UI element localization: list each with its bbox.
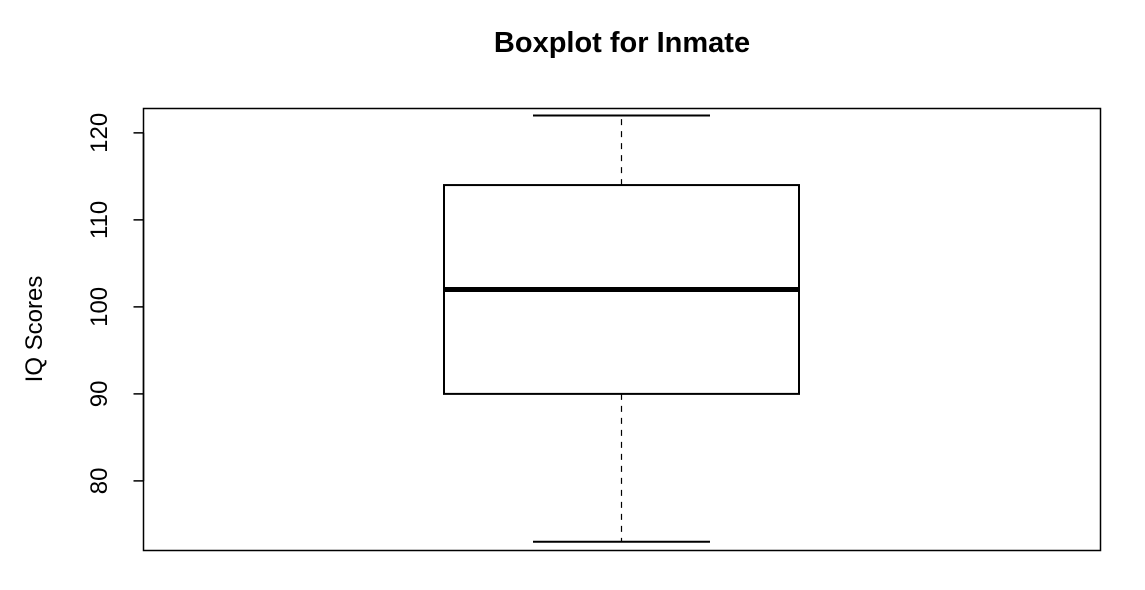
y-tick-label: 90 bbox=[86, 381, 113, 408]
y-tick-label: 110 bbox=[86, 201, 113, 239]
y-axis: 80 90 100 110 120 bbox=[86, 113, 145, 495]
boxes bbox=[443, 114, 800, 543]
y-tick-label: 80 bbox=[86, 468, 113, 495]
y-tick-label: 120 bbox=[86, 113, 113, 153]
chart-title: Boxplot for Inmate bbox=[494, 27, 750, 59]
y-axis-label: IQ Scores bbox=[21, 276, 48, 383]
box-group bbox=[443, 114, 800, 543]
y-tick-label: 100 bbox=[86, 287, 113, 327]
